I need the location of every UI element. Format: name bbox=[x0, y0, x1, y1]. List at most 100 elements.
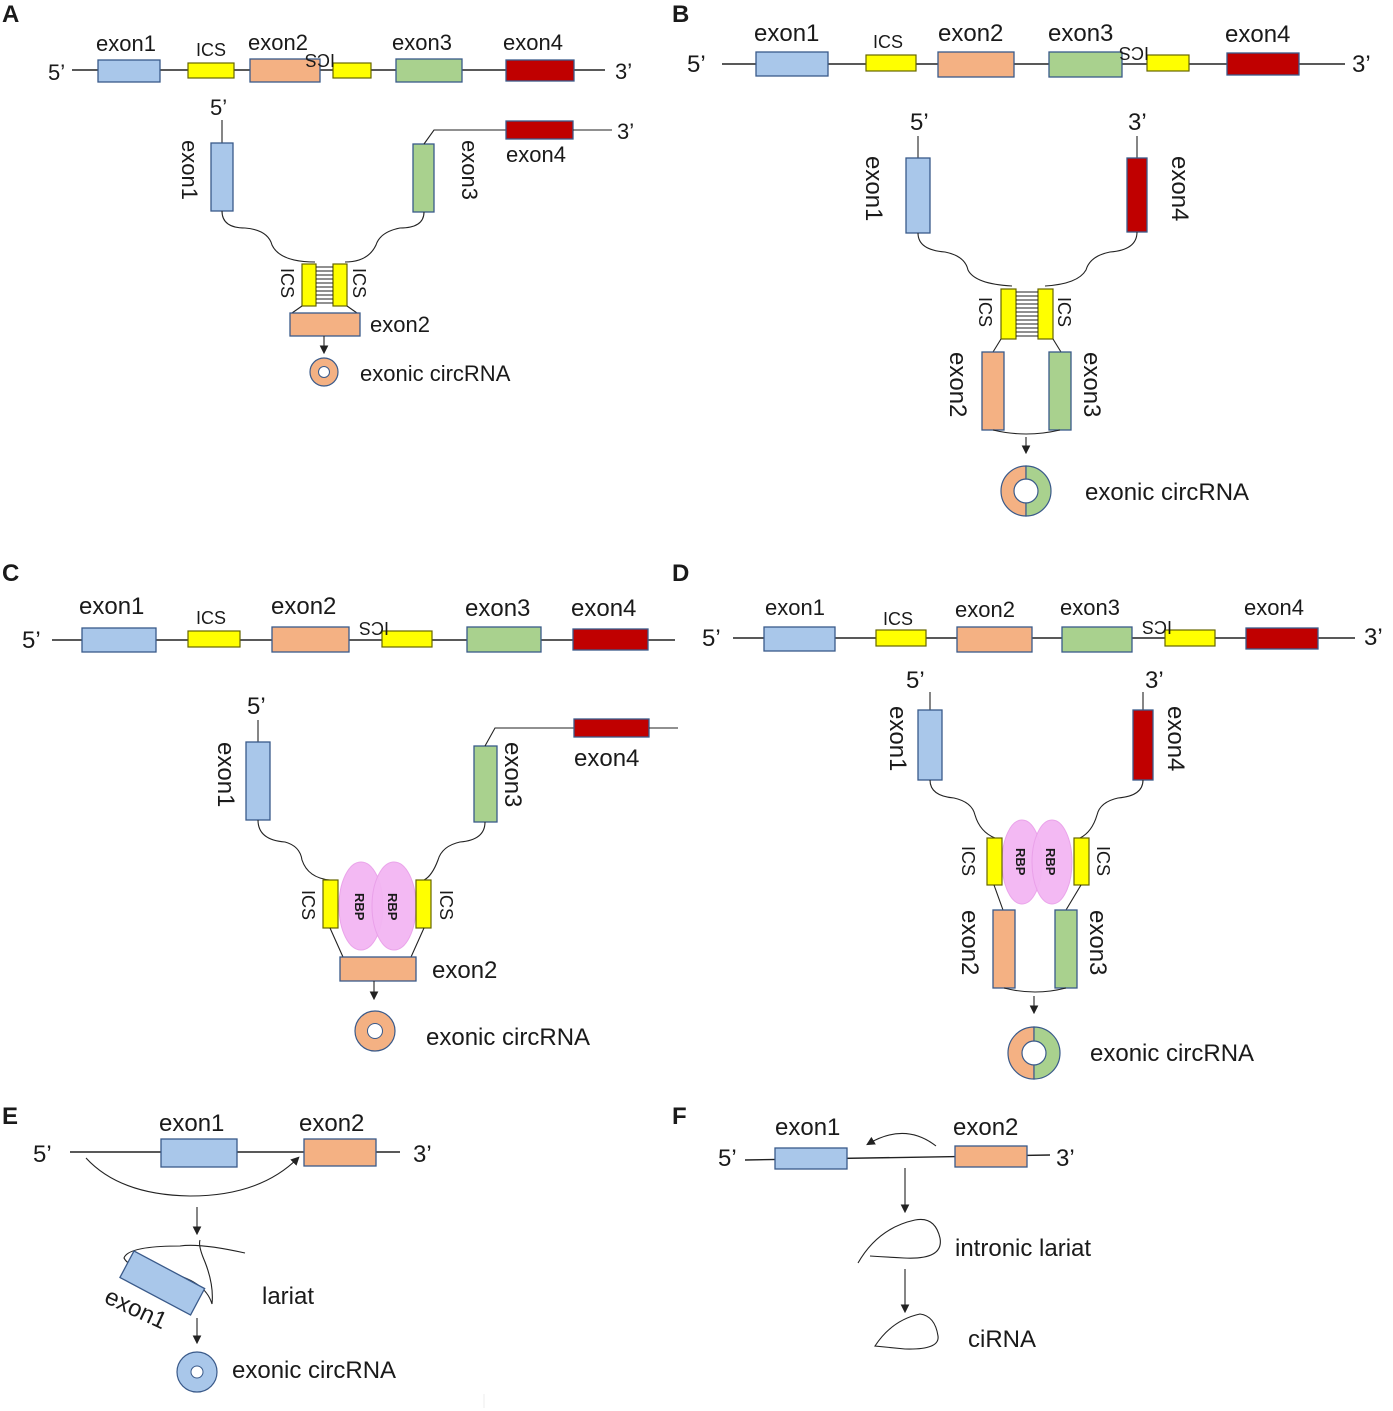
exon3-label: exon3 bbox=[465, 595, 530, 622]
ics-right-label: ICS bbox=[349, 268, 369, 298]
exon3-box bbox=[1048, 51, 1123, 78]
ics-right-label: ICS bbox=[1093, 846, 1113, 876]
exon1-label: exon1 bbox=[765, 595, 825, 620]
five-prime-folded: 5’ bbox=[910, 109, 929, 136]
ics-left bbox=[986, 837, 1003, 886]
product-label: exonic circRNA bbox=[1090, 1040, 1254, 1067]
ics-left-label: ICS bbox=[958, 846, 978, 876]
three-prime-label: 3’ bbox=[1364, 624, 1383, 651]
backsplice-arrow bbox=[85, 1156, 300, 1197]
exon3-vertical-label: exon3 bbox=[1084, 910, 1111, 975]
intron-left bbox=[929, 779, 996, 839]
ics-label: ICS bbox=[196, 608, 226, 628]
exon2-vertical-label: exon2 bbox=[956, 910, 983, 975]
exon4-vertical-label: exon4 bbox=[1162, 706, 1189, 771]
ics-left bbox=[1000, 288, 1017, 340]
ics-label: ICS bbox=[883, 609, 913, 629]
strand bbox=[993, 884, 1082, 911]
three-prime-folded: 3’ bbox=[1145, 667, 1164, 694]
exon3-vertical-label: exon3 bbox=[1078, 352, 1105, 417]
ics-label: ICS bbox=[873, 32, 903, 52]
exon2-box bbox=[956, 626, 1033, 653]
exon2-label: exon2 bbox=[953, 1114, 1018, 1141]
ics-reverse-label: ICS bbox=[305, 50, 335, 70]
panel-letter-c: C bbox=[2, 560, 19, 587]
intron-right bbox=[1079, 779, 1144, 839]
exon2-vertical bbox=[981, 351, 1005, 431]
ics-reverse-box bbox=[332, 62, 372, 79]
rbp-left-label: RBP bbox=[1013, 848, 1028, 876]
panel-e: E 5’ 3’ exon1 exon2 exon1 lariat exonic … bbox=[2, 1103, 432, 1393]
three-prime-label: 3’ bbox=[1056, 1145, 1075, 1172]
five-prime-label: 5’ bbox=[48, 60, 65, 85]
exon1-label: exon1 bbox=[159, 1110, 224, 1137]
exon1-box bbox=[97, 59, 161, 83]
intron-left bbox=[221, 210, 316, 263]
exon2-vertical bbox=[992, 909, 1016, 989]
product-label: exonic circRNA bbox=[1085, 479, 1249, 506]
exon4-label: exon4 bbox=[1244, 595, 1304, 620]
ics-reverse-box bbox=[1146, 54, 1190, 72]
exon4-box-folded bbox=[505, 120, 574, 140]
circrna-hole bbox=[318, 366, 330, 378]
exon3-vertical bbox=[1048, 351, 1072, 431]
three-prime-folded: 3’ bbox=[1128, 109, 1147, 136]
exon3-box bbox=[1061, 626, 1133, 653]
exon2-folded bbox=[289, 312, 361, 337]
exon3-vertical bbox=[412, 143, 435, 213]
exon1-label: exon1 bbox=[79, 593, 144, 620]
exon2-box bbox=[249, 58, 321, 83]
exon2-label: exon2 bbox=[271, 593, 336, 620]
ics-reverse-box bbox=[381, 630, 433, 648]
circrna-exon2-half bbox=[1007, 1026, 1035, 1080]
ics-left-label: ICS bbox=[277, 268, 297, 298]
exon4-label: exon4 bbox=[503, 30, 563, 55]
ics-box bbox=[875, 629, 927, 647]
exon1-vertical-label: exon1 bbox=[212, 742, 239, 807]
backsplice-junction bbox=[1003, 987, 1067, 993]
exon1-vertical bbox=[210, 142, 234, 212]
three-prime-label: 3’ bbox=[615, 59, 632, 84]
three-prime-label: 3’ bbox=[1352, 51, 1371, 78]
exon1-vertical bbox=[917, 709, 943, 781]
exon3-box bbox=[466, 626, 542, 653]
five-prime-folded: 5’ bbox=[247, 693, 266, 720]
strand bbox=[329, 927, 425, 958]
ics-label: ICS bbox=[196, 40, 226, 60]
ics-left-label: ICS bbox=[298, 890, 318, 920]
splice-arrow bbox=[866, 1132, 937, 1147]
panel-c: C 5’ exon1 ICS exon2 ICS exon3 exon4 5’ … bbox=[2, 560, 678, 1052]
exon2-box bbox=[271, 626, 350, 653]
panel-a: A 5’ 3’ exon1 ICS exon2 ICS exon3 exon4 … bbox=[2, 1, 634, 387]
intron-right bbox=[1044, 231, 1138, 287]
intron-right bbox=[423, 821, 486, 881]
exon1-vertical bbox=[245, 741, 271, 821]
exon4-label: exon4 bbox=[571, 595, 636, 622]
five-prime-label: 5’ bbox=[702, 625, 721, 652]
exon4-vertical bbox=[1132, 709, 1154, 781]
three-prime-folded: 3’ bbox=[617, 119, 634, 144]
intron-right bbox=[344, 211, 425, 263]
exon4-box bbox=[1226, 52, 1300, 76]
five-prime-label: 5’ bbox=[22, 627, 41, 654]
exon2-label: exon2 bbox=[955, 597, 1015, 622]
base-pairing bbox=[1016, 291, 1038, 337]
panel-letter-b: B bbox=[672, 1, 689, 28]
exon4-vertical-label: exon4 bbox=[1166, 156, 1193, 221]
rbp-right bbox=[1031, 819, 1073, 905]
ics-right bbox=[1073, 837, 1090, 886]
circrna-exon2-half bbox=[1000, 465, 1027, 517]
exon4-box bbox=[572, 628, 649, 651]
five-prime-folded: 5’ bbox=[906, 667, 925, 694]
panel-letter-f: F bbox=[672, 1103, 687, 1130]
panel-b: B 5’ 3’ exon1 ICS exon2 exon3 ICS exon4 … bbox=[672, 1, 1371, 517]
backsplice-junction bbox=[992, 429, 1061, 435]
exon1-vertical-label: exon1 bbox=[860, 156, 887, 221]
base-pairing bbox=[316, 266, 333, 304]
exon1-label: exon1 bbox=[775, 1114, 840, 1141]
circrna-exon3-half bbox=[1033, 1026, 1061, 1080]
exon4-vertical bbox=[1126, 157, 1148, 233]
exon1-box bbox=[81, 627, 157, 653]
exon3-label: exon3 bbox=[1048, 20, 1113, 47]
